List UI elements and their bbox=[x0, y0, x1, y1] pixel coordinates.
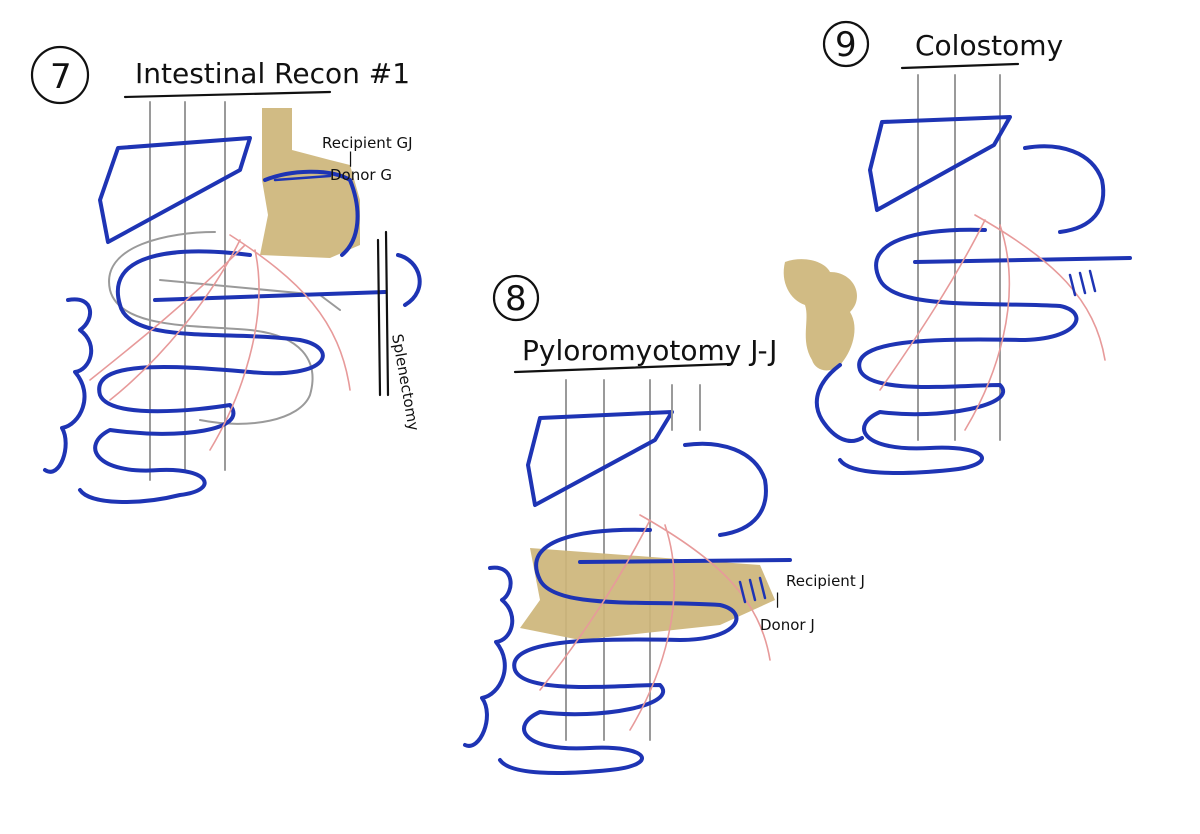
liver-7 bbox=[98, 136, 252, 244]
stomach-7 bbox=[263, 169, 360, 257]
colon-7 bbox=[43, 297, 94, 474]
panel-title-7: Intestinal Recon #1 bbox=[135, 57, 410, 90]
anatomy-9 bbox=[783, 74, 1132, 475]
panel-title-8: Pyloromyotomy J-J bbox=[522, 334, 777, 367]
title-underline-7 bbox=[123, 90, 332, 99]
jejunum-highlight bbox=[520, 548, 775, 640]
stomach-8 bbox=[683, 441, 768, 537]
small-bowel-7 bbox=[78, 249, 325, 504]
colostomy-highlight bbox=[783, 259, 858, 371]
donor-stomach-highlight bbox=[260, 108, 360, 258]
label-separator-7: | bbox=[348, 149, 353, 167]
step-circle-8 bbox=[492, 274, 540, 322]
label-recipient-j: Recipient J bbox=[786, 572, 865, 590]
step-number-8: 8 bbox=[505, 279, 527, 319]
anatomy-7 bbox=[43, 101, 422, 504]
step-number-9: 9 bbox=[835, 25, 857, 65]
step-number-7: 7 bbox=[50, 57, 72, 97]
label-recipient-gj: Recipient GJ bbox=[322, 134, 413, 152]
label-donor-j: Donor J bbox=[760, 616, 815, 634]
colon-8 bbox=[463, 565, 515, 748]
label-separator-8: | bbox=[775, 590, 780, 608]
spleen-7 bbox=[396, 253, 422, 307]
title-underline-9 bbox=[900, 62, 1020, 70]
small-bowel-8 bbox=[498, 527, 739, 775]
panel-7: 7 Intestinal Recon #1 bbox=[30, 45, 423, 504]
panel-8: 8 Pyloromyotomy J-J Recipient J | Donor … bbox=[463, 274, 865, 775]
stomach-9 bbox=[1023, 144, 1106, 234]
label-splenectomy: Splenectomy bbox=[388, 333, 423, 433]
title-underline-8 bbox=[513, 362, 732, 374]
panel-9: 9 Colostomy bbox=[783, 20, 1132, 475]
small-bowel-9 bbox=[838, 227, 1079, 475]
anatomy-8 bbox=[463, 379, 792, 775]
liver-8 bbox=[526, 410, 674, 507]
colon-9 bbox=[814, 363, 864, 443]
label-donor-g: Donor G bbox=[330, 166, 392, 184]
panel-title-9: Colostomy bbox=[915, 29, 1063, 62]
step-circle-7 bbox=[30, 45, 90, 105]
step-circle-9 bbox=[822, 20, 870, 68]
liver-9 bbox=[868, 115, 1012, 212]
